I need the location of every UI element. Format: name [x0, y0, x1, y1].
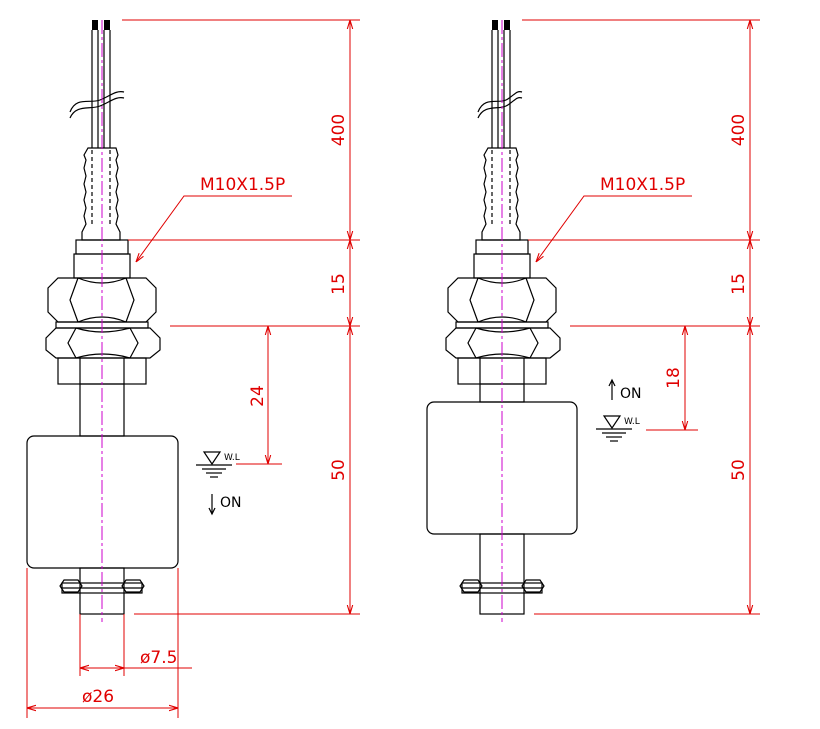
left-hex-nut-lower — [45, 327, 161, 359]
left-dia-stem: ø7.5 — [140, 648, 177, 668]
down-arrow-icon — [208, 494, 216, 516]
right-thread-label: M10X1.5P — [600, 175, 685, 195]
left-dim-24: 24 — [248, 385, 268, 407]
right-cable-wires — [477, 20, 523, 148]
right-dimension-lines — [522, 19, 760, 615]
right-wl-label: W.L — [624, 417, 640, 427]
left-thread-label: M10X1.5P — [200, 175, 285, 195]
right-hex-nut-lower — [445, 327, 561, 359]
up-arrow-icon — [608, 378, 616, 400]
left-float — [26, 435, 179, 569]
right-dim-400: 400 — [729, 114, 749, 146]
left-sensor: W.L ON M10X1.5P 400 15 50 24 ø7.5 ø26 — [26, 19, 360, 718]
left-dimension-lines — [26, 19, 360, 718]
right-dim-15: 15 — [729, 273, 749, 295]
right-on-label: ON — [620, 386, 642, 402]
left-dia-float: ø26 — [82, 687, 114, 707]
right-dim-50: 50 — [729, 459, 749, 481]
left-on-label: ON — [220, 495, 242, 511]
right-sensor: ON W.L M10X1.5P 400 15 50 18 — [426, 19, 760, 622]
right-water-level-symbol — [596, 415, 632, 442]
left-dim-50: 50 — [329, 459, 349, 481]
left-cable-wires — [69, 20, 125, 148]
right-dim-18: 18 — [664, 367, 684, 389]
left-dim-400: 400 — [329, 114, 349, 146]
left-water-level-symbol — [196, 451, 232, 478]
left-wl-label: W.L — [224, 453, 240, 463]
left-dim-15: 15 — [329, 273, 349, 295]
